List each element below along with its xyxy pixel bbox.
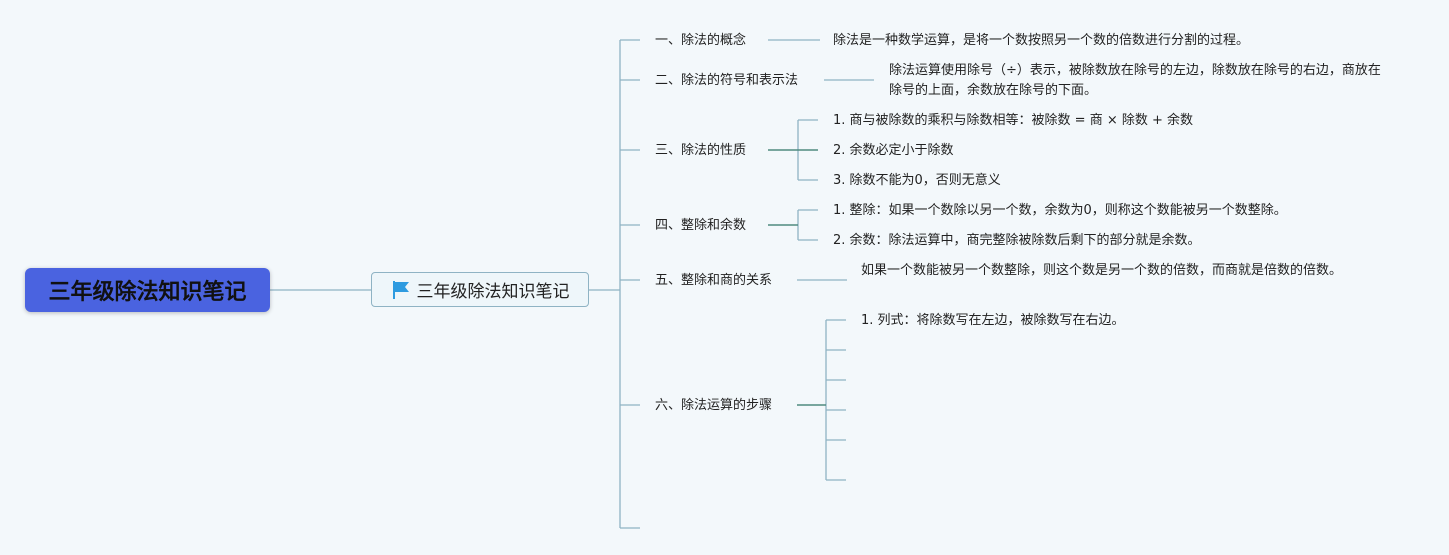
leaf-3-2[interactable]: 2. 余数必定小于除数 (833, 143, 954, 158)
branch-1-label[interactable]: 一、除法的概念 (655, 33, 747, 48)
leaf-5-1[interactable]: 如果一个数能被另一个数整除，则这个数是另一个数的倍数，而商就是倍数的倍数。 (861, 263, 1343, 278)
branch-2-label[interactable]: 二、除法的符号和表示法 (655, 73, 799, 88)
branch-5-label[interactable]: 五、整除和商的关系 (655, 273, 773, 288)
branch-4-label[interactable]: 四、整除和余数 (655, 218, 747, 233)
leaf-3-1[interactable]: 1. 商与被除数的乘积与除数相等：被除数 = 商 × 除数 + 余数 (833, 113, 1194, 128)
leaf-3-3[interactable]: 3. 除数不能为0，否则无意义 (833, 173, 1001, 188)
root-node[interactable]: 三年级除法知识笔记 (25, 268, 270, 312)
leaf-6-1[interactable]: 1. 列式：将除数写在左边，被除数写在右边。 (861, 313, 1125, 328)
branch-3-label[interactable]: 三、除法的性质 (655, 143, 747, 158)
flag-icon (392, 280, 409, 299)
leaf-2-1[interactable]: 除法运算使用除号（÷）表示，被除数放在除号的左边，除数放在除号的右边，商放在除号… (889, 63, 1381, 98)
leaf-4-2[interactable]: 2. 余数：除法运算中，商完整除被除数后剩下的部分就是余数。 (833, 233, 1201, 248)
root-node-label: 三年级除法知识笔记 (48, 280, 247, 305)
leaf-1-1[interactable]: 除法是一种数学运算，是将一个数按照另一个数的倍数进行分割的过程。 (833, 33, 1250, 48)
branch-6-label[interactable]: 六、除法运算的步骤 (655, 398, 773, 413)
center-node-label: 三年级除法知识笔记 (416, 282, 570, 302)
leaf-4-1[interactable]: 1. 整除：如果一个数除以另一个数，余数为0，则称这个数能被另一个数整除。 (833, 203, 1287, 218)
center-node[interactable]: 三年级除法知识笔记 (371, 272, 589, 307)
